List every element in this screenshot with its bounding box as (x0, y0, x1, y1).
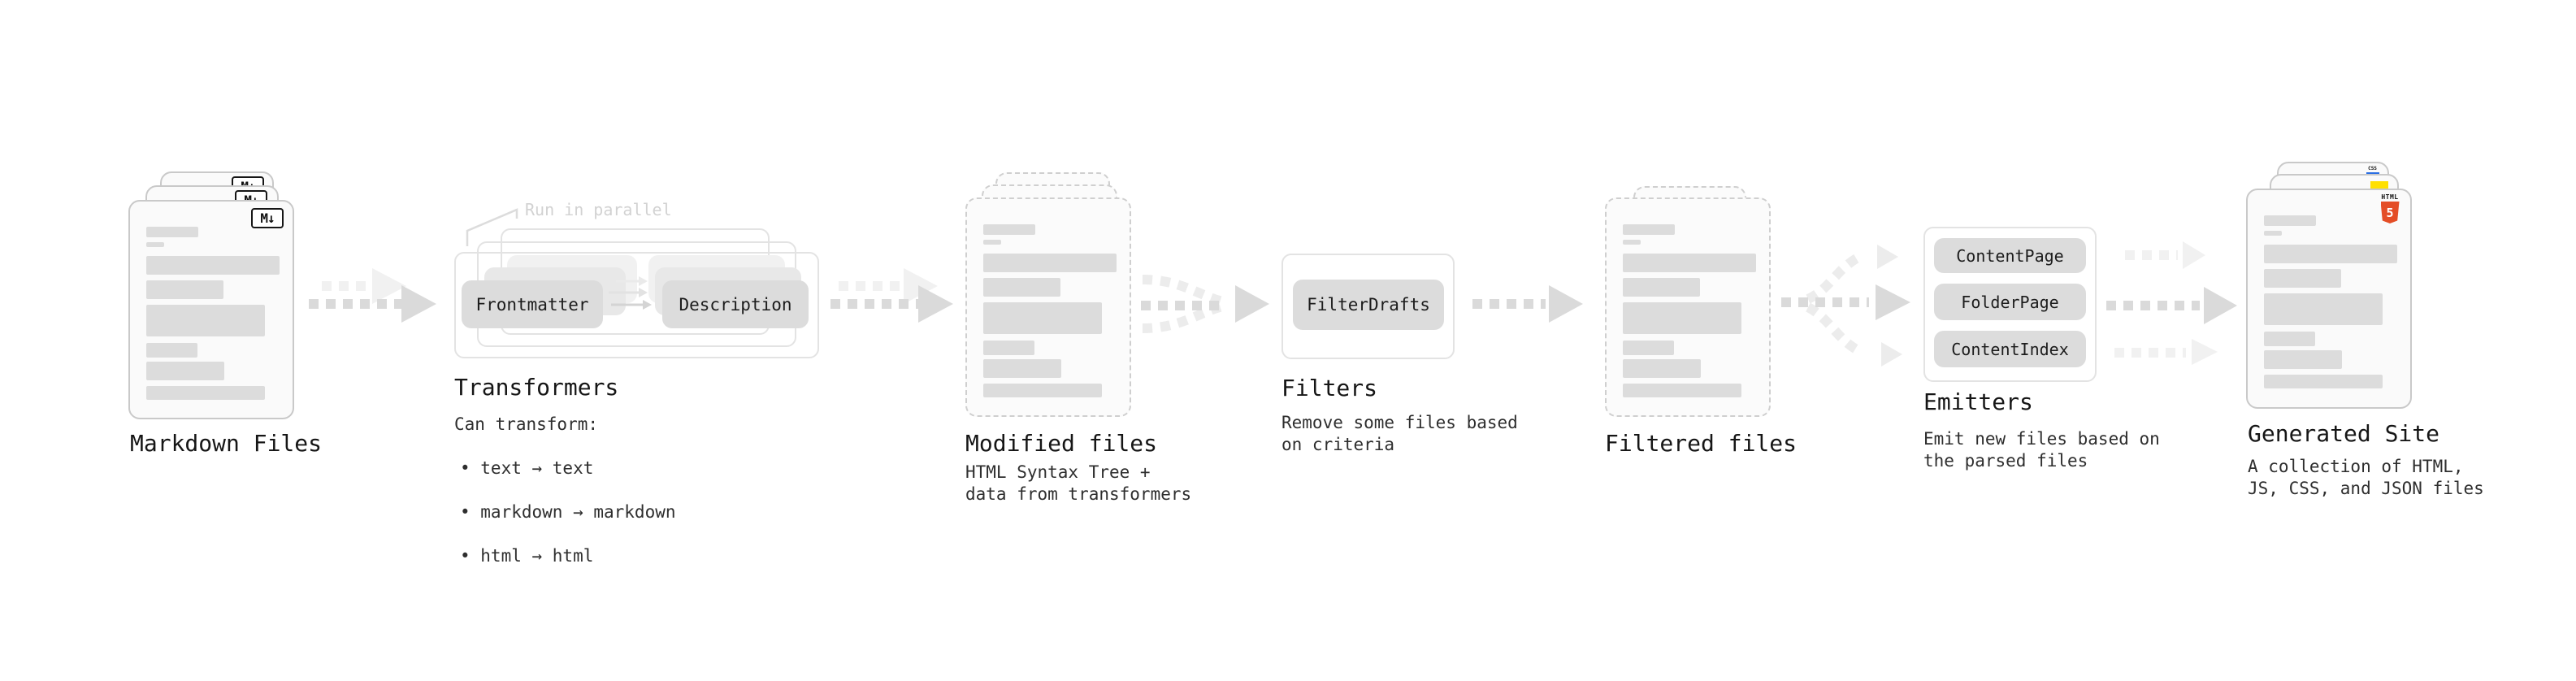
bullet-item: • text → text (460, 458, 594, 478)
markdown-files-label: Markdown Files (130, 430, 323, 457)
arrow-filtered-to-emitters-diverge (1781, 245, 1910, 367)
doc-sheet-front-html: HTML 5 (2246, 189, 2412, 409)
transformers-desc-title: Can transform: (454, 414, 599, 434)
doc-placeholder-lines (967, 199, 1130, 415)
arrow-modified-to-filters-converge (1141, 275, 1269, 333)
modified-files-label: Modified files (965, 430, 1158, 457)
transformer-chip-description: Description (662, 280, 809, 328)
modified-files-desc: HTML Syntax Tree + data from transformer… (965, 462, 1192, 504)
emitters-container (1923, 227, 2097, 382)
emitter-chip-contentindex: ContentIndex (1934, 331, 2086, 367)
emitters-label: Emitters (1923, 388, 2033, 415)
emitters-desc: Emit new files based on the parsed files (1923, 429, 2160, 471)
transformer-container-front (454, 252, 819, 358)
transformer-chip-frontmatter: Frontmatter (462, 280, 603, 328)
emitter-chip-contentpage: ContentPage (1934, 238, 2086, 273)
generated-site-desc: A collection of HTML, JS, CSS, and JSON … (2248, 457, 2484, 498)
bullet-item: • markdown → markdown (460, 502, 676, 522)
doc-placeholder-lines (2248, 190, 2410, 407)
filters-container (1281, 254, 1455, 359)
arrow-markdown-to-transformers (309, 268, 436, 323)
doc-placeholder-lines (1607, 199, 1769, 415)
html5-icon: HTML 5 (2379, 194, 2400, 223)
transformers-bullets: • text → text • markdown → markdown • ht… (460, 436, 676, 589)
arrow-emitters-to-site (2106, 241, 2237, 365)
filters-label: Filters (1281, 375, 1378, 401)
emitter-chip-folderpage: FolderPage (1934, 284, 2086, 320)
transformers-label: Transformers (454, 374, 619, 401)
filtered-files-label: Filtered files (1605, 430, 1798, 457)
generated-site-label: Generated Site (2248, 420, 2440, 447)
bullet-item: • html → html (460, 546, 594, 566)
dashed-sheet-front (965, 197, 1131, 417)
css-icon: CSS (2366, 167, 2379, 175)
filters-desc: Remove some files based on criteria (1281, 413, 1518, 454)
js-icon (2370, 181, 2388, 189)
run-in-parallel-annotation: Run in parallel (525, 200, 672, 219)
filter-chip-filterdrafts: FilterDrafts (1293, 280, 1444, 330)
doc-placeholder-lines (130, 202, 293, 418)
doc-sheet-front: M↓ (128, 200, 294, 419)
markdown-icon: M↓ (251, 208, 284, 228)
arrow-filters-to-filtered (1472, 285, 1583, 323)
arrow-transformers-to-modified (830, 268, 953, 323)
dashed-sheet-front (1605, 197, 1771, 417)
